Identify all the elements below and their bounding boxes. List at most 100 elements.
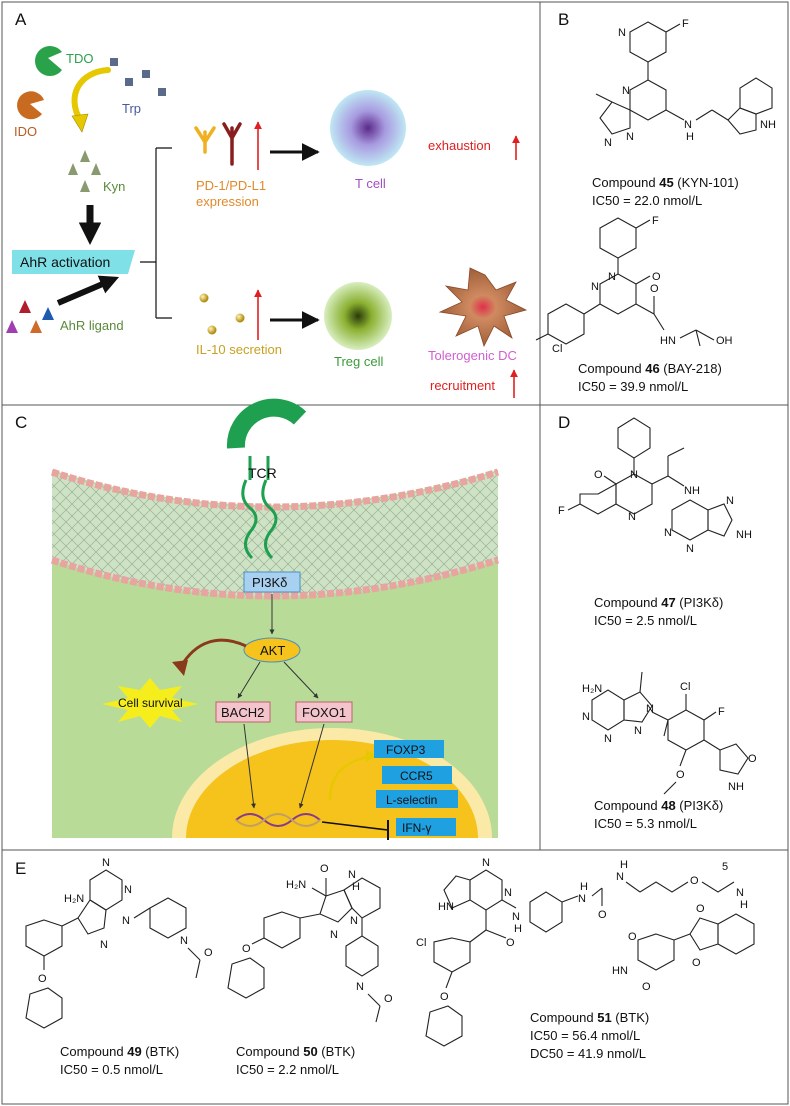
- panel-e: E N N H₂N N N N O O Compound 49 (BTK) IC…: [15, 857, 755, 1077]
- tcr-label: TCR: [248, 465, 277, 481]
- svg-text:N: N: [512, 911, 520, 923]
- bach2-label: BACH2: [221, 705, 264, 720]
- bach2-box: [215, 701, 271, 723]
- ido-icon: [17, 91, 44, 120]
- kyn-label: Kyn: [103, 179, 125, 194]
- akt-oval: [243, 637, 301, 663]
- svg-text:F: F: [682, 18, 689, 30]
- foxo1-label: FOXO1: [302, 705, 346, 720]
- svg-text:N: N: [482, 857, 490, 869]
- svg-text:O: O: [628, 931, 637, 943]
- recruitment-label: recruitment: [430, 378, 495, 393]
- compound-46-title: Compound 46 (BAY-218): [578, 361, 722, 376]
- yellow-curved-arrow: [71, 67, 111, 123]
- ccr5-label: CCR5: [400, 769, 433, 783]
- svg-text:O: O: [204, 947, 213, 959]
- compound-50-title: Compound 50 (BTK): [236, 1044, 355, 1059]
- ido-label: IDO: [14, 124, 37, 139]
- svg-text:F: F: [718, 706, 725, 718]
- t-cell-icon: [330, 90, 406, 166]
- svg-text:H: H: [740, 899, 748, 911]
- panel-e-label: E: [15, 859, 26, 878]
- compound-46-ic50: IC50 = 39.9 nmol/L: [578, 379, 688, 394]
- tcr-icon: [226, 398, 307, 449]
- svg-text:O: O: [676, 769, 685, 781]
- svg-text:NH: NH: [728, 781, 744, 793]
- svg-text:O: O: [748, 753, 757, 765]
- svg-text:N: N: [726, 495, 734, 507]
- svg-text:O: O: [690, 875, 699, 887]
- treg-cell-icon: [324, 282, 392, 350]
- svg-text:H: H: [352, 881, 360, 893]
- pi3k-label: PI3Kδ: [252, 575, 287, 590]
- svg-text:HN: HN: [438, 901, 454, 913]
- trp-label: Trp: [122, 101, 141, 116]
- cell-survival-burst: [102, 678, 198, 728]
- compound-47-title: Compound 47 (PI3Kδ): [594, 595, 723, 610]
- dna-icon: [235, 813, 321, 827]
- exhaustion-label: exhaustion: [428, 138, 491, 153]
- panel-a-label: A: [15, 10, 27, 29]
- svg-text:N: N: [350, 915, 358, 927]
- pi3k-box: [243, 571, 301, 593]
- svg-text:N: N: [330, 929, 338, 941]
- svg-text:5: 5: [722, 861, 728, 873]
- ligand-arrow: [56, 275, 120, 306]
- pd1-label-line1: PD-1/PD-L1: [196, 178, 266, 193]
- svg-text:NH: NH: [760, 119, 776, 131]
- svg-text:H₂N: H₂N: [286, 879, 306, 891]
- svg-text:N: N: [646, 703, 654, 715]
- svg-text:H: H: [620, 859, 628, 871]
- il10-label: IL-10 secretion: [196, 342, 282, 357]
- svg-text:H: H: [686, 131, 694, 143]
- panel-b: B N F N N N N H NH Compound 45 (KYN-101)…: [535, 10, 776, 394]
- foxp3-label: FOXP3: [386, 743, 426, 757]
- compound-45-structure: N F N N N N H NH: [595, 18, 776, 149]
- svg-text:O: O: [650, 283, 659, 295]
- foxp3-box: [374, 740, 444, 758]
- ifng-label: IFN-γ: [402, 821, 431, 835]
- tolerogenic-dc-icon: [438, 267, 528, 348]
- svg-text:Cl: Cl: [416, 937, 426, 949]
- svg-text:O: O: [642, 981, 651, 993]
- svg-text:N: N: [630, 469, 638, 481]
- svg-text:N: N: [348, 869, 356, 881]
- compound-45-title: Compound 45 (KYN-101): [592, 175, 739, 190]
- t-cell-label: T cell: [355, 176, 386, 191]
- panel-c-label: C: [15, 413, 27, 432]
- ifng-inhibition: [321, 821, 389, 831]
- compound-50-structure: H₂N O N H N N N O O: [227, 863, 393, 1023]
- svg-text:N: N: [622, 85, 630, 97]
- cell-survival-label: Cell survival: [118, 696, 183, 710]
- svg-text:H₂N: H₂N: [64, 893, 84, 905]
- ahr-activation-box: [12, 250, 135, 274]
- svg-text:O: O: [384, 993, 393, 1005]
- svg-text:HN: HN: [660, 335, 676, 347]
- compound-48-ic50: IC50 = 5.3 nmol/L: [594, 816, 697, 831]
- ahr-ligand-icon: [6, 300, 54, 333]
- svg-text:N: N: [356, 981, 364, 993]
- lselectin-label: L-selectin: [386, 793, 437, 807]
- svg-text:O: O: [594, 469, 603, 481]
- panel-d: D N N O F NH N N N NH Compound 47 (PI3Kδ…: [558, 413, 757, 831]
- svg-text:N: N: [616, 871, 624, 883]
- svg-text:N: N: [626, 131, 634, 143]
- svg-text:F: F: [558, 505, 565, 517]
- svg-text:N: N: [736, 887, 744, 899]
- svg-text:O: O: [692, 957, 701, 969]
- svg-text:O: O: [696, 903, 705, 915]
- lselectin-box: [376, 790, 458, 808]
- svg-text:N: N: [686, 543, 694, 555]
- svg-text:N: N: [122, 915, 130, 927]
- il10-icon: [199, 293, 245, 335]
- ahr-ligand-label: AhR ligand: [60, 318, 124, 333]
- ccr5-box: [382, 766, 452, 784]
- svg-text:N: N: [124, 884, 132, 896]
- svg-text:O: O: [506, 937, 515, 949]
- svg-text:O: O: [242, 943, 251, 955]
- bracket: [140, 147, 172, 319]
- svg-text:N: N: [591, 281, 599, 293]
- svg-text:H₂N: H₂N: [582, 683, 602, 695]
